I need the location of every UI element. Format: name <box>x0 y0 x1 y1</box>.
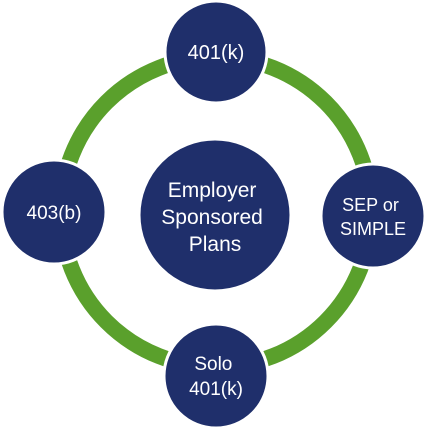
center-label-line-2: Sponsored <box>161 206 263 229</box>
node-sep-simple-label-line-2: SIMPLE <box>340 219 406 239</box>
center-circle <box>137 137 293 293</box>
node-401k: 401(k) <box>163 0 269 105</box>
center-node: Employer Sponsored Plans <box>137 137 293 293</box>
node-401k-label: 401(k) <box>188 42 245 64</box>
node-solo-401k-label-line-2: 401(k) <box>189 379 243 400</box>
center-label: Employer Sponsored Plans <box>161 179 268 256</box>
node-403b-label: 403(b) <box>27 203 82 224</box>
node-403b: 403(b) <box>0 158 108 266</box>
node-403b-label-line-1: 403(b) <box>27 203 82 224</box>
node-solo-401k-label: Solo 401(k) <box>189 354 243 400</box>
node-sep-simple-label-line-1: SEP or <box>342 195 399 215</box>
node-403b-circle <box>0 158 108 266</box>
center-label-line-3: Plans <box>189 233 242 256</box>
node-401k-label-line-1: 401(k) <box>188 42 245 64</box>
node-401k-circle <box>163 0 269 105</box>
center-label-line-1: Employer <box>168 179 257 202</box>
node-sep-simple-label: SEP or SIMPLE <box>340 195 406 239</box>
node-solo-401k-label-line-1: Solo <box>194 354 232 375</box>
node-sep-simple: SEP or SIMPLE <box>319 162 427 270</box>
node-sep-simple-circle <box>319 162 427 270</box>
node-solo-401k: Solo 401(k) <box>162 322 270 430</box>
node-solo-401k-circle <box>162 322 270 430</box>
